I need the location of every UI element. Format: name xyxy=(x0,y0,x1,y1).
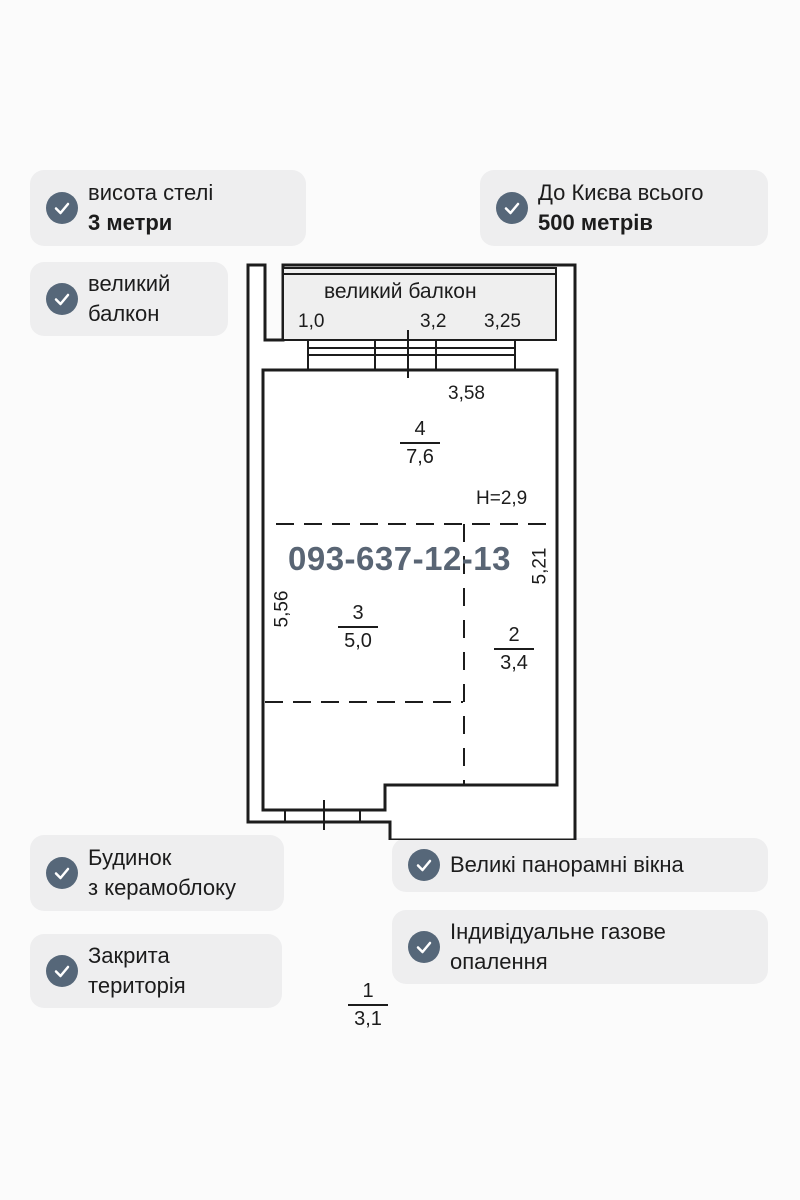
feature-ceiling-height: висота стелі 3 метри xyxy=(30,170,306,246)
feature-text: територія xyxy=(88,973,186,998)
feature-text: 500 метрів xyxy=(538,210,653,235)
right-length-dimension: 5,21 xyxy=(529,547,551,585)
feature-panoramic-windows: Великі панорамні вікна xyxy=(392,838,768,892)
check-icon xyxy=(46,857,78,889)
feature-text: великий xyxy=(88,271,171,296)
phone-number: 093-637-12-13 xyxy=(288,540,511,577)
balcony-dim: 3,2 xyxy=(420,311,447,332)
floor-plan-drawing xyxy=(246,263,577,840)
feature-text: Великі панорамні вікна xyxy=(450,852,684,877)
feature-text: Індивідуальне газове xyxy=(450,919,666,944)
feature-kyiv-distance: До Києва всього 500 метрів xyxy=(480,170,768,246)
check-icon xyxy=(46,283,78,315)
check-icon xyxy=(46,955,78,987)
check-icon xyxy=(408,849,440,881)
ceiling-height-label: H=2,9 xyxy=(476,488,528,509)
feature-gas-heating: Індивідуальне газове опалення xyxy=(392,910,768,984)
balcony-dim: 3,25 xyxy=(484,311,521,332)
check-icon xyxy=(408,931,440,963)
feature-text: висота стелі xyxy=(88,180,214,205)
width-dimension: 3,58 xyxy=(448,383,485,404)
check-icon xyxy=(46,192,78,224)
feature-text: опалення xyxy=(450,949,548,974)
balcony-label: великий балкон xyxy=(324,280,477,303)
feature-text: Будинок xyxy=(88,845,172,870)
feature-text: 3 метри xyxy=(88,210,173,235)
feature-balcony: великий балкон xyxy=(30,262,228,336)
feature-text: з керамоблоку xyxy=(88,875,236,900)
left-length-dimension: 5,56 xyxy=(271,590,293,628)
feature-text: балкон xyxy=(88,301,160,326)
floor-plan: великий балкон 1,0 3,2 3,25 3,58 H=2,9 4… xyxy=(240,260,580,1030)
feature-text: Закрита xyxy=(88,943,170,968)
feature-closed-territory: Закрита територія xyxy=(30,934,282,1008)
balcony-dim: 1,0 xyxy=(298,311,325,332)
feature-text: До Києва всього xyxy=(538,180,704,205)
check-icon xyxy=(496,192,528,224)
feature-ceramic-block: Будинок з керамоблоку xyxy=(30,835,284,911)
